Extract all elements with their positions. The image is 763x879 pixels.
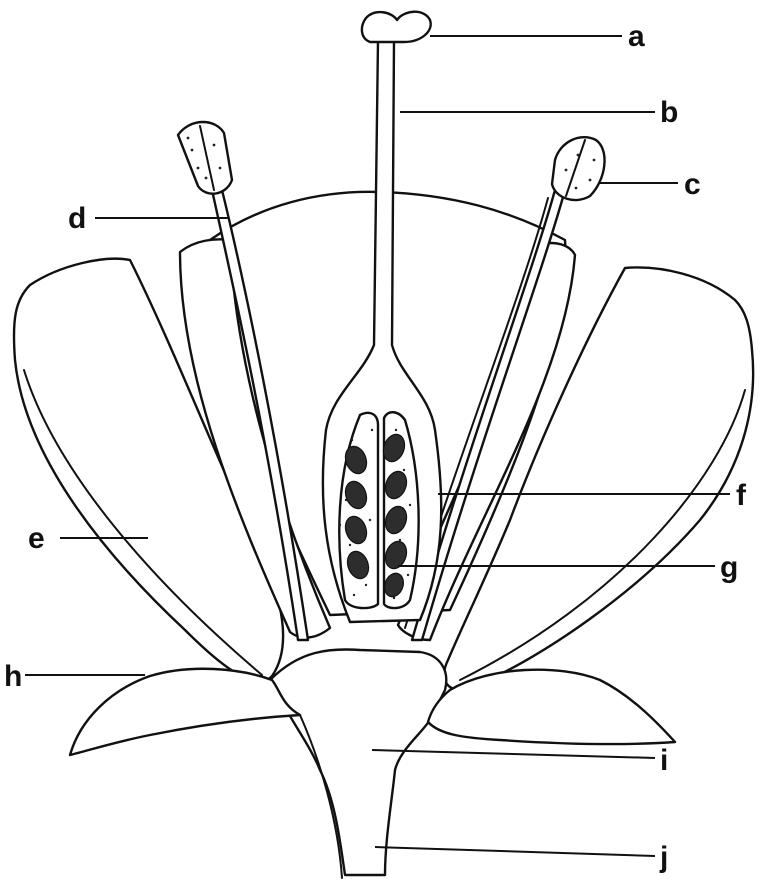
sepal-left bbox=[70, 669, 300, 755]
receptacle bbox=[270, 649, 446, 875]
label-f: f bbox=[736, 479, 747, 512]
leader-i bbox=[372, 750, 655, 758]
label-e: e bbox=[28, 522, 45, 555]
label-i: i bbox=[660, 744, 668, 777]
label-j: j bbox=[659, 841, 668, 874]
label-d: d bbox=[68, 202, 86, 235]
label-h: h bbox=[4, 660, 22, 693]
label-a: a bbox=[628, 20, 645, 53]
anther-left bbox=[178, 122, 232, 194]
stigma bbox=[362, 12, 431, 42]
leader-j bbox=[375, 847, 655, 856]
anther-right bbox=[552, 137, 605, 200]
label-g: g bbox=[720, 551, 738, 584]
label-b: b bbox=[660, 96, 678, 129]
label-c: c bbox=[684, 168, 701, 201]
